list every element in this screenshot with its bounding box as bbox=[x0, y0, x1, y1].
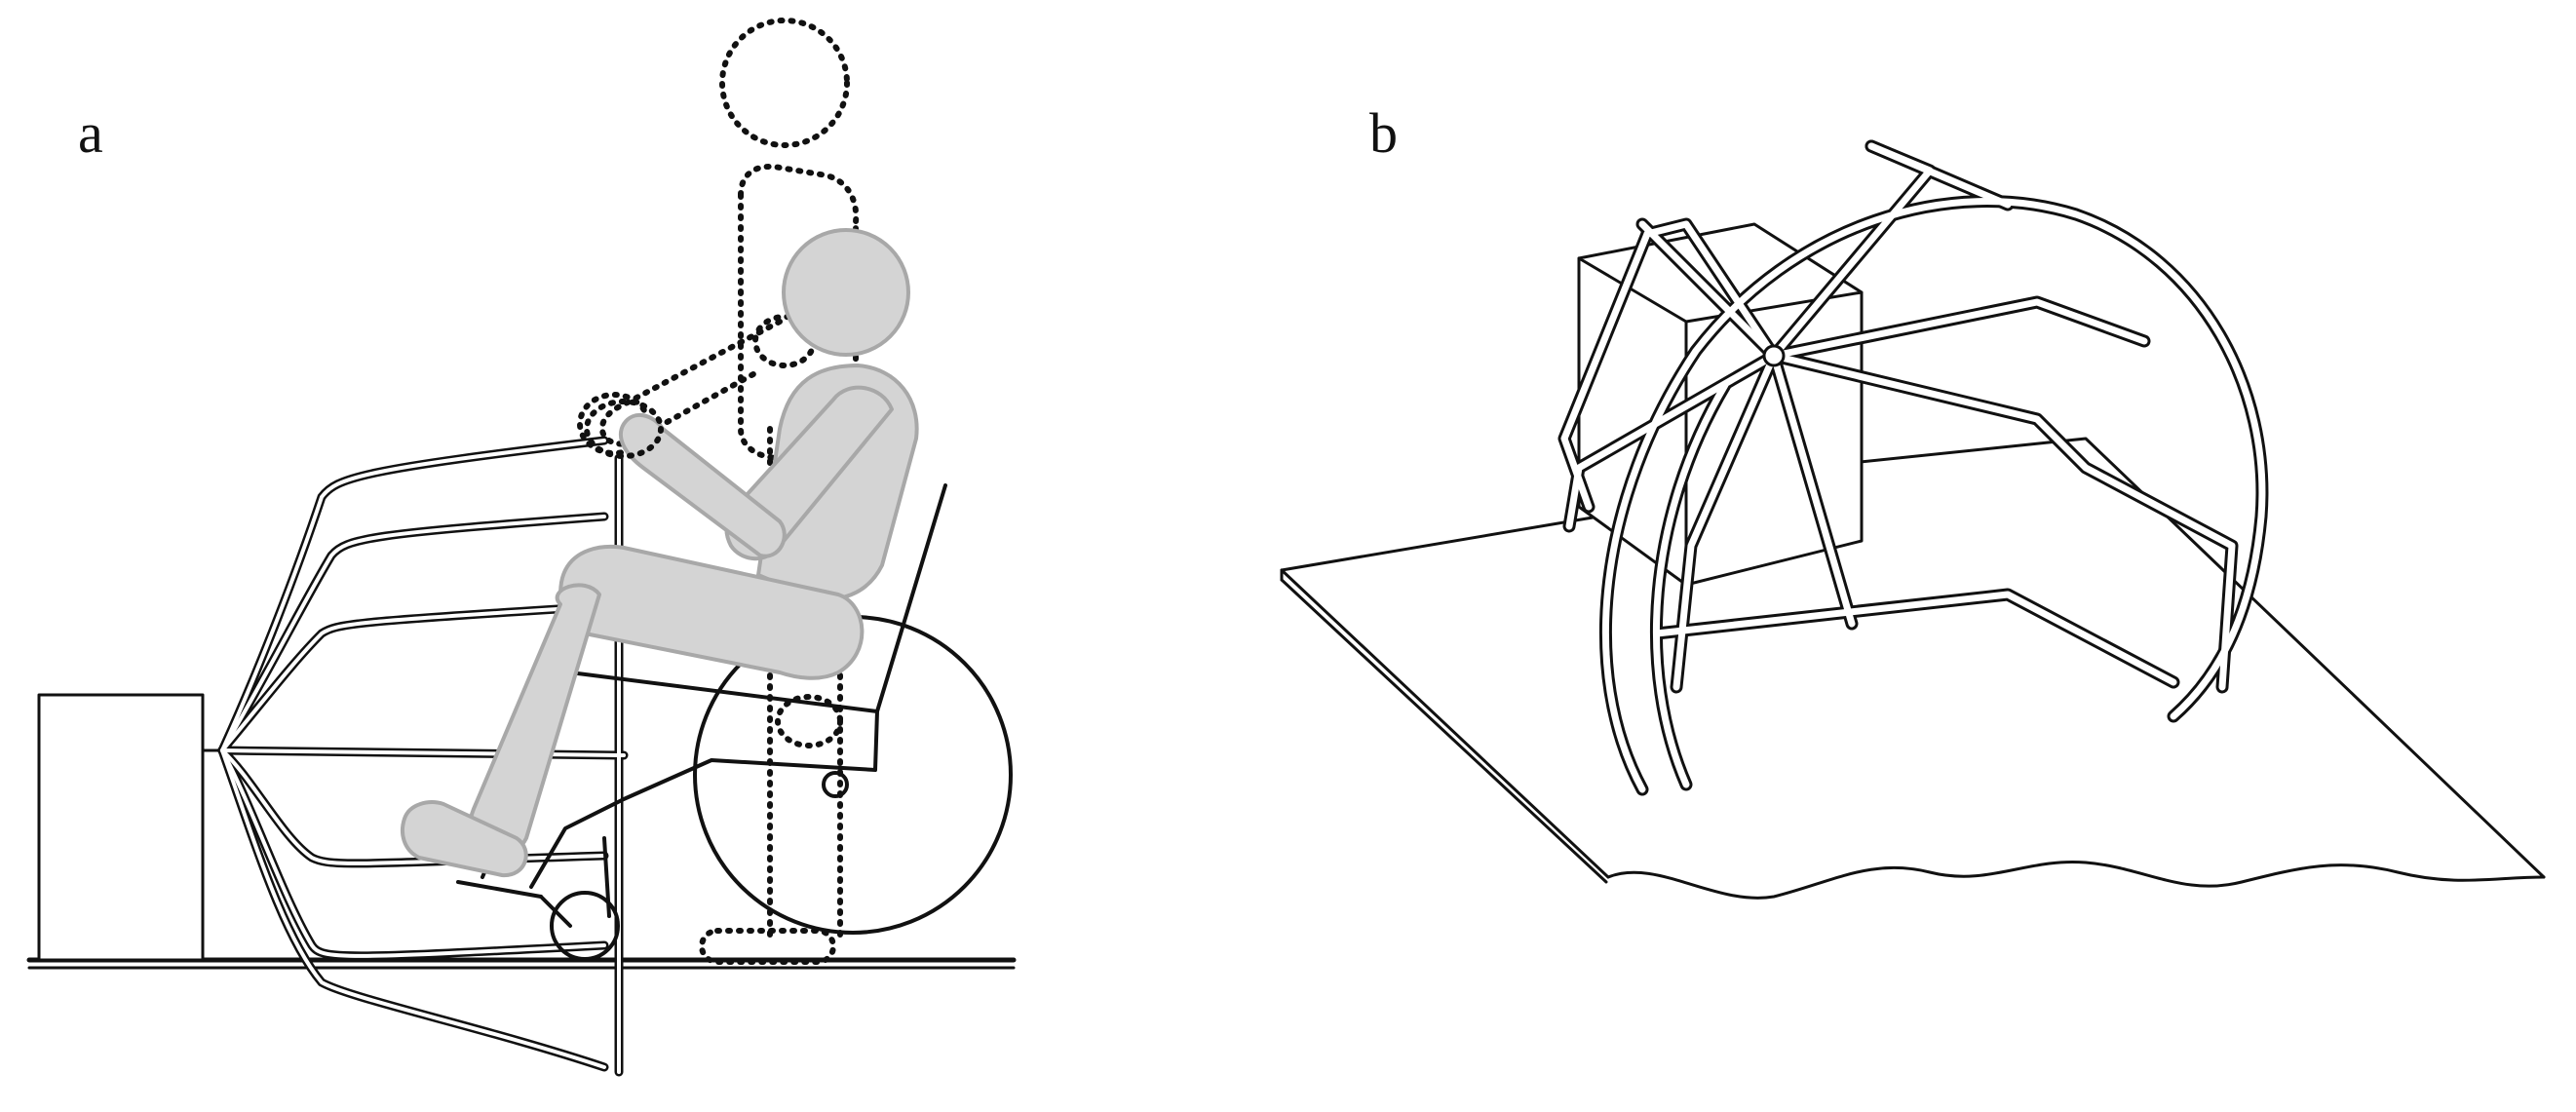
seated-figure-foot bbox=[400, 800, 528, 878]
floor-plate bbox=[1280, 437, 2546, 900]
panel-label-a: a bbox=[78, 101, 103, 165]
tubular-frame-3d bbox=[1557, 139, 2269, 796]
frame-hub bbox=[1762, 344, 1786, 367]
wheelchair-caster bbox=[550, 891, 620, 961]
panel-a-drawing bbox=[26, 18, 1017, 1077]
panel-label-b: b bbox=[1369, 101, 1398, 165]
seated-figure-head bbox=[782, 228, 910, 357]
seated-figure-forearm bbox=[618, 413, 787, 558]
tubular-frame bbox=[217, 436, 629, 1077]
seated-figure bbox=[400, 228, 919, 878]
drive-unit-box bbox=[37, 693, 205, 962]
panel-b-drawing bbox=[1280, 139, 2546, 900]
handle-grip-dotted bbox=[584, 399, 664, 459]
seated-figure-shin bbox=[468, 583, 601, 859]
